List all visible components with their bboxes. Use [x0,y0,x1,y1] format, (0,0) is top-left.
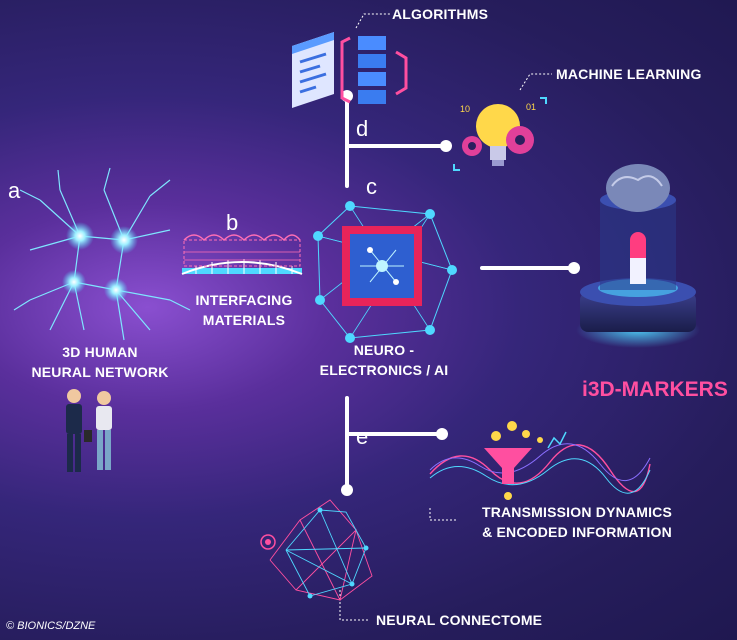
connectome-mesh-icon [260,499,373,602]
panel-letter-e: e [356,424,369,449]
label-3d-human-neural-network: 3D HUMAN NEURAL NETWORK [20,342,180,382]
label-neuro-line2: ELECTRONICS / AI [319,362,449,378]
neuron-cells [62,222,138,302]
copyright-notice: © BIONICS/DZNE [6,620,96,632]
label-interfacing-line2: MATERIALS [202,312,286,328]
label-machine-learning: MACHINE LEARNING [556,66,702,82]
label-transmission-line2: & ENCODED INFORMATION [482,524,672,540]
label-transmission-dynamics: TRANSMISSION DYNAMICS & ENCODED INFORMAT… [462,502,692,542]
label-interfacing-materials: INTERFACING MATERIALS [184,290,304,330]
code-window-icon [292,32,408,108]
panel-letter-a: a [8,178,21,203]
svg-text:10: 10 [460,104,470,114]
people-icon [66,389,112,472]
label-neural-connectome: NEURAL CONNECTOME [376,612,543,628]
connector-dots [341,90,580,496]
panel-letter-b: b [226,210,239,235]
panel-letter-c: c [366,174,377,199]
brand-i3d-markers: i3D-MARKERS [582,378,728,401]
connector-lines [345,94,576,492]
label-interfacing-line1: INTERFACING [195,292,293,308]
bridge-scaffold-icon [181,234,303,275]
svg-text:01: 01 [526,102,536,112]
label-human-line2: NEURAL NETWORK [31,364,169,380]
funnel-wave-icon [429,421,651,500]
brain-capsule-icon [576,164,700,348]
label-algorithms: ALGORITHMS [392,6,489,22]
lightbulb-gears-icon: 01 10 [453,97,547,171]
label-human-line1: 3D HUMAN [62,344,138,360]
neuron-network-icon [13,167,191,341]
label-neuro-electronics: NEURO - ELECTRONICS / AI [314,340,454,380]
neural-chip-icon [313,201,457,343]
label-transmission-line1: TRANSMISSION DYNAMICS [481,504,673,520]
label-neuro-line1: NEURO - [353,342,415,358]
panel-letter-d: d [356,116,369,141]
